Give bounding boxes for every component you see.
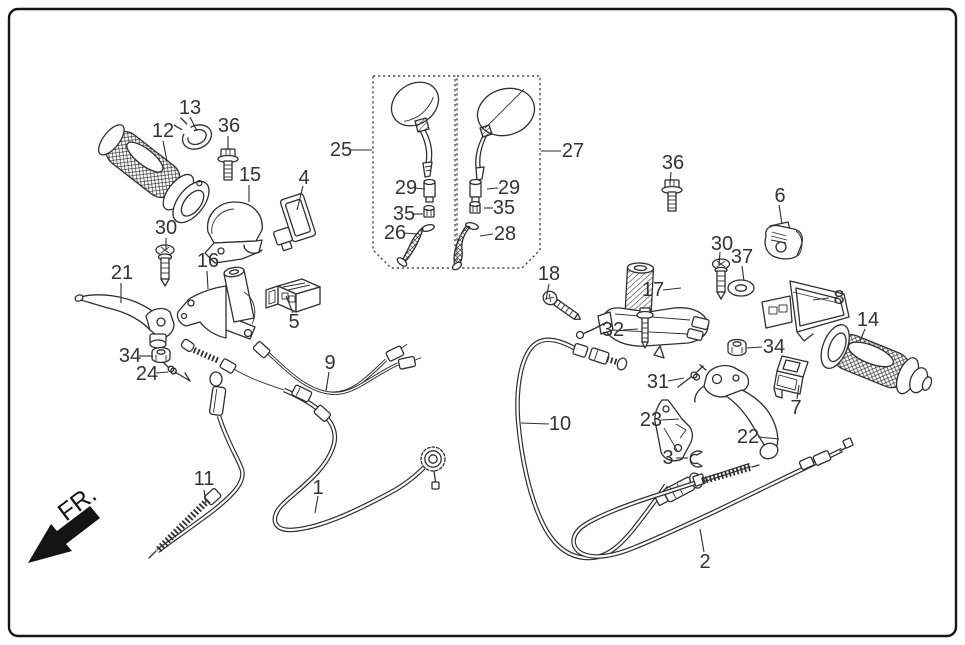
callout-27: 27 [562, 140, 584, 162]
part-17-throttle-housing [575, 262, 710, 359]
callout-35a: 35 [393, 203, 415, 225]
part-2-rear-brake-cable [571, 437, 854, 559]
callout-23: 23 [640, 409, 662, 431]
page-border [7, 7, 958, 638]
callout-7: 7 [790, 397, 801, 419]
callout-3: 3 [662, 447, 673, 469]
callout-31: 31 [647, 371, 669, 393]
part-18-screw-long [542, 290, 581, 320]
part-35-nut-right [469, 200, 481, 214]
part-11-brake-cable-left [148, 371, 245, 559]
leader-lines [120, 116, 866, 553]
callout-5: 5 [288, 311, 299, 333]
callout-30b: 30 [711, 233, 733, 255]
part-34-nut-left [151, 346, 171, 364]
part-24-spring-pin [162, 361, 191, 382]
callout-34a: 34 [119, 345, 141, 367]
callout-13: 13 [179, 97, 201, 119]
part-21-brake-lever-left [74, 294, 175, 349]
callout-12: 12 [152, 120, 174, 142]
callout-36b: 36 [662, 152, 684, 174]
part-29-adapter-left [423, 178, 436, 203]
part-14-right-grip [820, 324, 933, 395]
callout-4: 4 [298, 167, 309, 189]
callout-15: 15 [239, 164, 261, 186]
part-13-ring-clamp [173, 117, 213, 150]
callout-25: 25 [330, 139, 352, 161]
part-7-switch-connector [773, 355, 809, 399]
part-28-mirror-arm-right [451, 221, 479, 271]
callout-35b: 35 [493, 197, 515, 219]
callout-2: 2 [699, 551, 710, 573]
part-37-washer [727, 279, 755, 297]
callout-10: 10 [549, 413, 571, 435]
callout-18: 18 [538, 263, 560, 285]
callout-30a: 30 [155, 217, 177, 239]
fr-direction-arrow [28, 506, 100, 563]
part-23-lever-bracket-right [654, 399, 694, 462]
callout-8: 8 [833, 287, 844, 309]
part-31-spring-pin-right [677, 364, 707, 388]
part-9-switch-wire-harness [252, 341, 422, 395]
part-3-cable-clip [689, 450, 703, 468]
part-26-mirror-arm-left [396, 223, 435, 267]
callout-29a: 29 [395, 177, 417, 199]
part-1-throttle-cable [180, 338, 446, 533]
callout-6: 6 [774, 185, 785, 207]
mirror-group-25-box [372, 75, 456, 269]
part-8-switch-housing [761, 280, 850, 342]
callout-26: 26 [384, 222, 406, 244]
callout-1: 1 [312, 477, 323, 499]
part-32-screw [636, 307, 654, 349]
part-15-housing-upper [204, 201, 263, 264]
part-5-switch-box [265, 278, 321, 313]
part-36-flange-bolt-left [217, 148, 239, 181]
part-30-screw-right [711, 258, 731, 300]
part-4-switch-assy [273, 193, 317, 252]
callout-29b: 29 [498, 177, 520, 199]
part-6-lever-holder [764, 221, 803, 260]
part-29-adapter-right [469, 178, 482, 203]
callout-32: 32 [602, 319, 624, 341]
callout-17: 17 [642, 279, 664, 301]
callout-21: 21 [111, 262, 133, 284]
part-34-nut-right [727, 338, 747, 357]
callout-28: 28 [494, 223, 516, 245]
callout-11: 11 [194, 468, 215, 490]
part-25-mirror-left [390, 81, 440, 178]
callout-24: 24 [136, 363, 158, 385]
callout-34b: 34 [763, 336, 785, 358]
callout-9: 9 [324, 352, 335, 374]
part-35-nut-left [423, 204, 435, 218]
callout-16: 16 [197, 250, 219, 272]
callout-14: 14 [857, 309, 879, 331]
part-30-screw-left [155, 244, 175, 287]
callout-36a: 36 [218, 115, 240, 137]
part-36-flange-bolt-right [661, 179, 683, 212]
part-12-left-grip [97, 124, 210, 224]
part-27-mirror-right [475, 87, 536, 181]
part-16-lever-bracket [176, 266, 256, 340]
callout-37: 37 [731, 246, 753, 268]
callout-22: 22 [737, 426, 759, 448]
